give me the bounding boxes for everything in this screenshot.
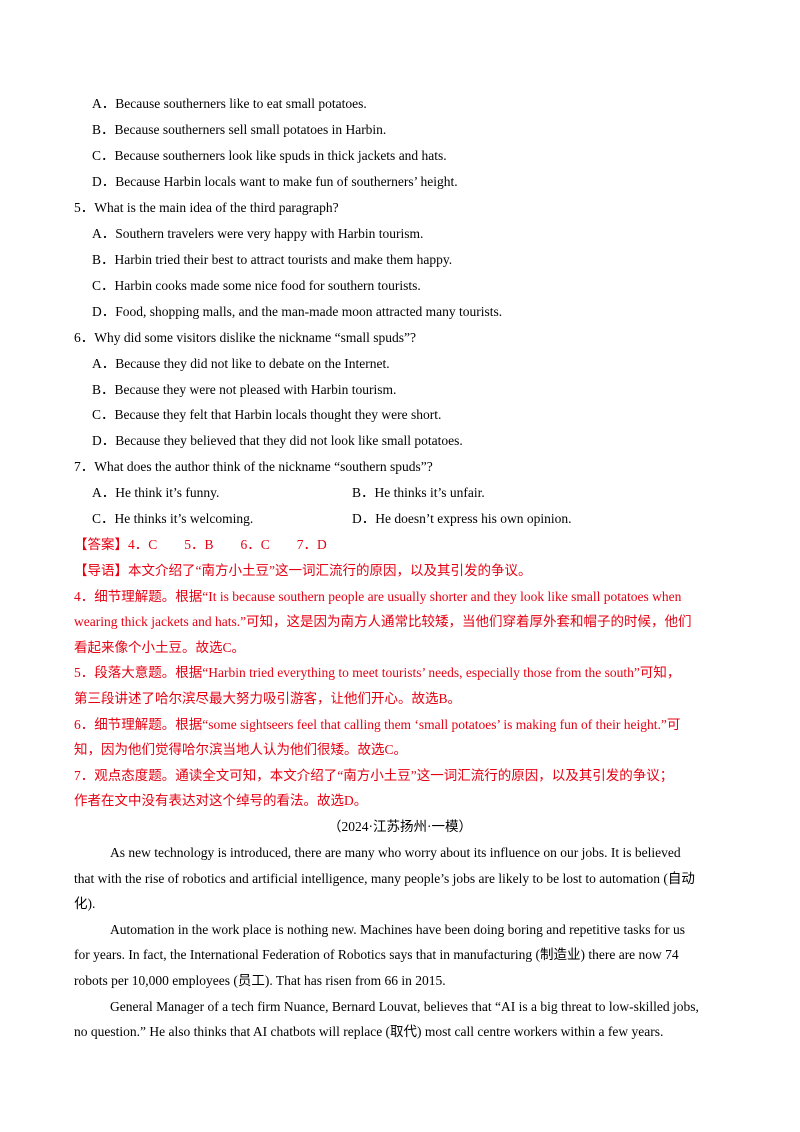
explanation-line: 第三段讲述了哈尔滨尽最大努力吸引游客，让他们开心。故选B。 bbox=[74, 691, 462, 706]
explanation-line: 4．细节理解题。根据“It is because southern people… bbox=[74, 589, 682, 604]
answer-key: 【答案】4．C 5．B 6．C 7．D bbox=[74, 537, 327, 552]
q7-option-b: B．He thinks it’s unfair. bbox=[352, 485, 485, 500]
guide-text: 【导语】本文介绍了“南方小土豆”这一词汇流行的原因，以及其引发的争议。 bbox=[74, 563, 532, 578]
passage-line: that with the rise of robotics and artif… bbox=[74, 871, 695, 886]
q7-option-d: D．He doesn’t express his own opinion. bbox=[352, 511, 572, 526]
explanation-line: 6．细节理解题。根据“some sightseers feel that cal… bbox=[74, 717, 681, 732]
passage-line: 化). bbox=[74, 896, 96, 911]
q4-option-d: D．Because Harbin locals want to make fun… bbox=[92, 174, 458, 189]
q6-option-b: B．Because they were not pleased with Har… bbox=[92, 382, 397, 397]
source-label: （2024·江苏扬州·一模） bbox=[328, 819, 472, 834]
q7-stem: 7．What does the author think of the nick… bbox=[74, 459, 433, 474]
explanation-line: 作者在文中没有表达对这个绰号的看法。故选D。 bbox=[74, 793, 368, 808]
q5-option-c: C．Harbin cooks made some nice food for s… bbox=[92, 278, 421, 293]
passage-line: Automation in the work place is nothing … bbox=[110, 922, 685, 937]
q6-option-c: C．Because they felt that Harbin locals t… bbox=[92, 407, 442, 422]
passage-line: for years. In fact, the International Fe… bbox=[74, 947, 679, 962]
explanation-line: 知，因为他们觉得哈尔滨当地人认为他们很矮。故选C。 bbox=[74, 742, 408, 757]
q7-option-c: C．He thinks it’s welcoming. bbox=[92, 511, 254, 526]
q5-option-d: D．Food, shopping malls, and the man-made… bbox=[92, 304, 503, 319]
q4-option-a: A．Because southerners like to eat small … bbox=[92, 96, 367, 111]
q5-stem: 5．What is the main idea of the third par… bbox=[74, 200, 339, 215]
explanation-line: 看起来像个小土豆。故选C。 bbox=[74, 640, 246, 655]
q4-option-b: B．Because southerners sell small potatoe… bbox=[92, 122, 387, 137]
explanation-line: 5．段落大意题。根据“Harbin tried everything to me… bbox=[74, 665, 681, 680]
passage-line: no question.” He also thinks that AI cha… bbox=[74, 1024, 664, 1039]
explanation-line: 7．观点态度题。通读全文可知，本文介绍了“南方小土豆”这一词汇流行的原因，以及其… bbox=[74, 768, 674, 783]
explanation-line: wearing thick jackets and hats.”可知，这是因为南… bbox=[74, 614, 692, 629]
q4-option-c: C．Because southerners look like spuds in… bbox=[92, 148, 447, 163]
q7-option-a: A．He think it’s funny. bbox=[92, 485, 220, 500]
q5-option-b: B．Harbin tried their best to attract tou… bbox=[92, 252, 453, 267]
q6-stem: 6．Why did some visitors dislike the nick… bbox=[74, 330, 416, 345]
passage-line: General Manager of a tech firm Nuance, B… bbox=[110, 999, 699, 1014]
passage-line: robots per 10,000 employees (员工). That h… bbox=[74, 973, 446, 988]
passage-line: As new technology is introduced, there a… bbox=[110, 845, 681, 860]
q6-option-a: A．Because they did not like to debate on… bbox=[92, 356, 390, 371]
q6-option-d: D．Because they believed that they did no… bbox=[92, 433, 463, 448]
q5-option-a: A．Southern travelers were very happy wit… bbox=[92, 226, 424, 241]
